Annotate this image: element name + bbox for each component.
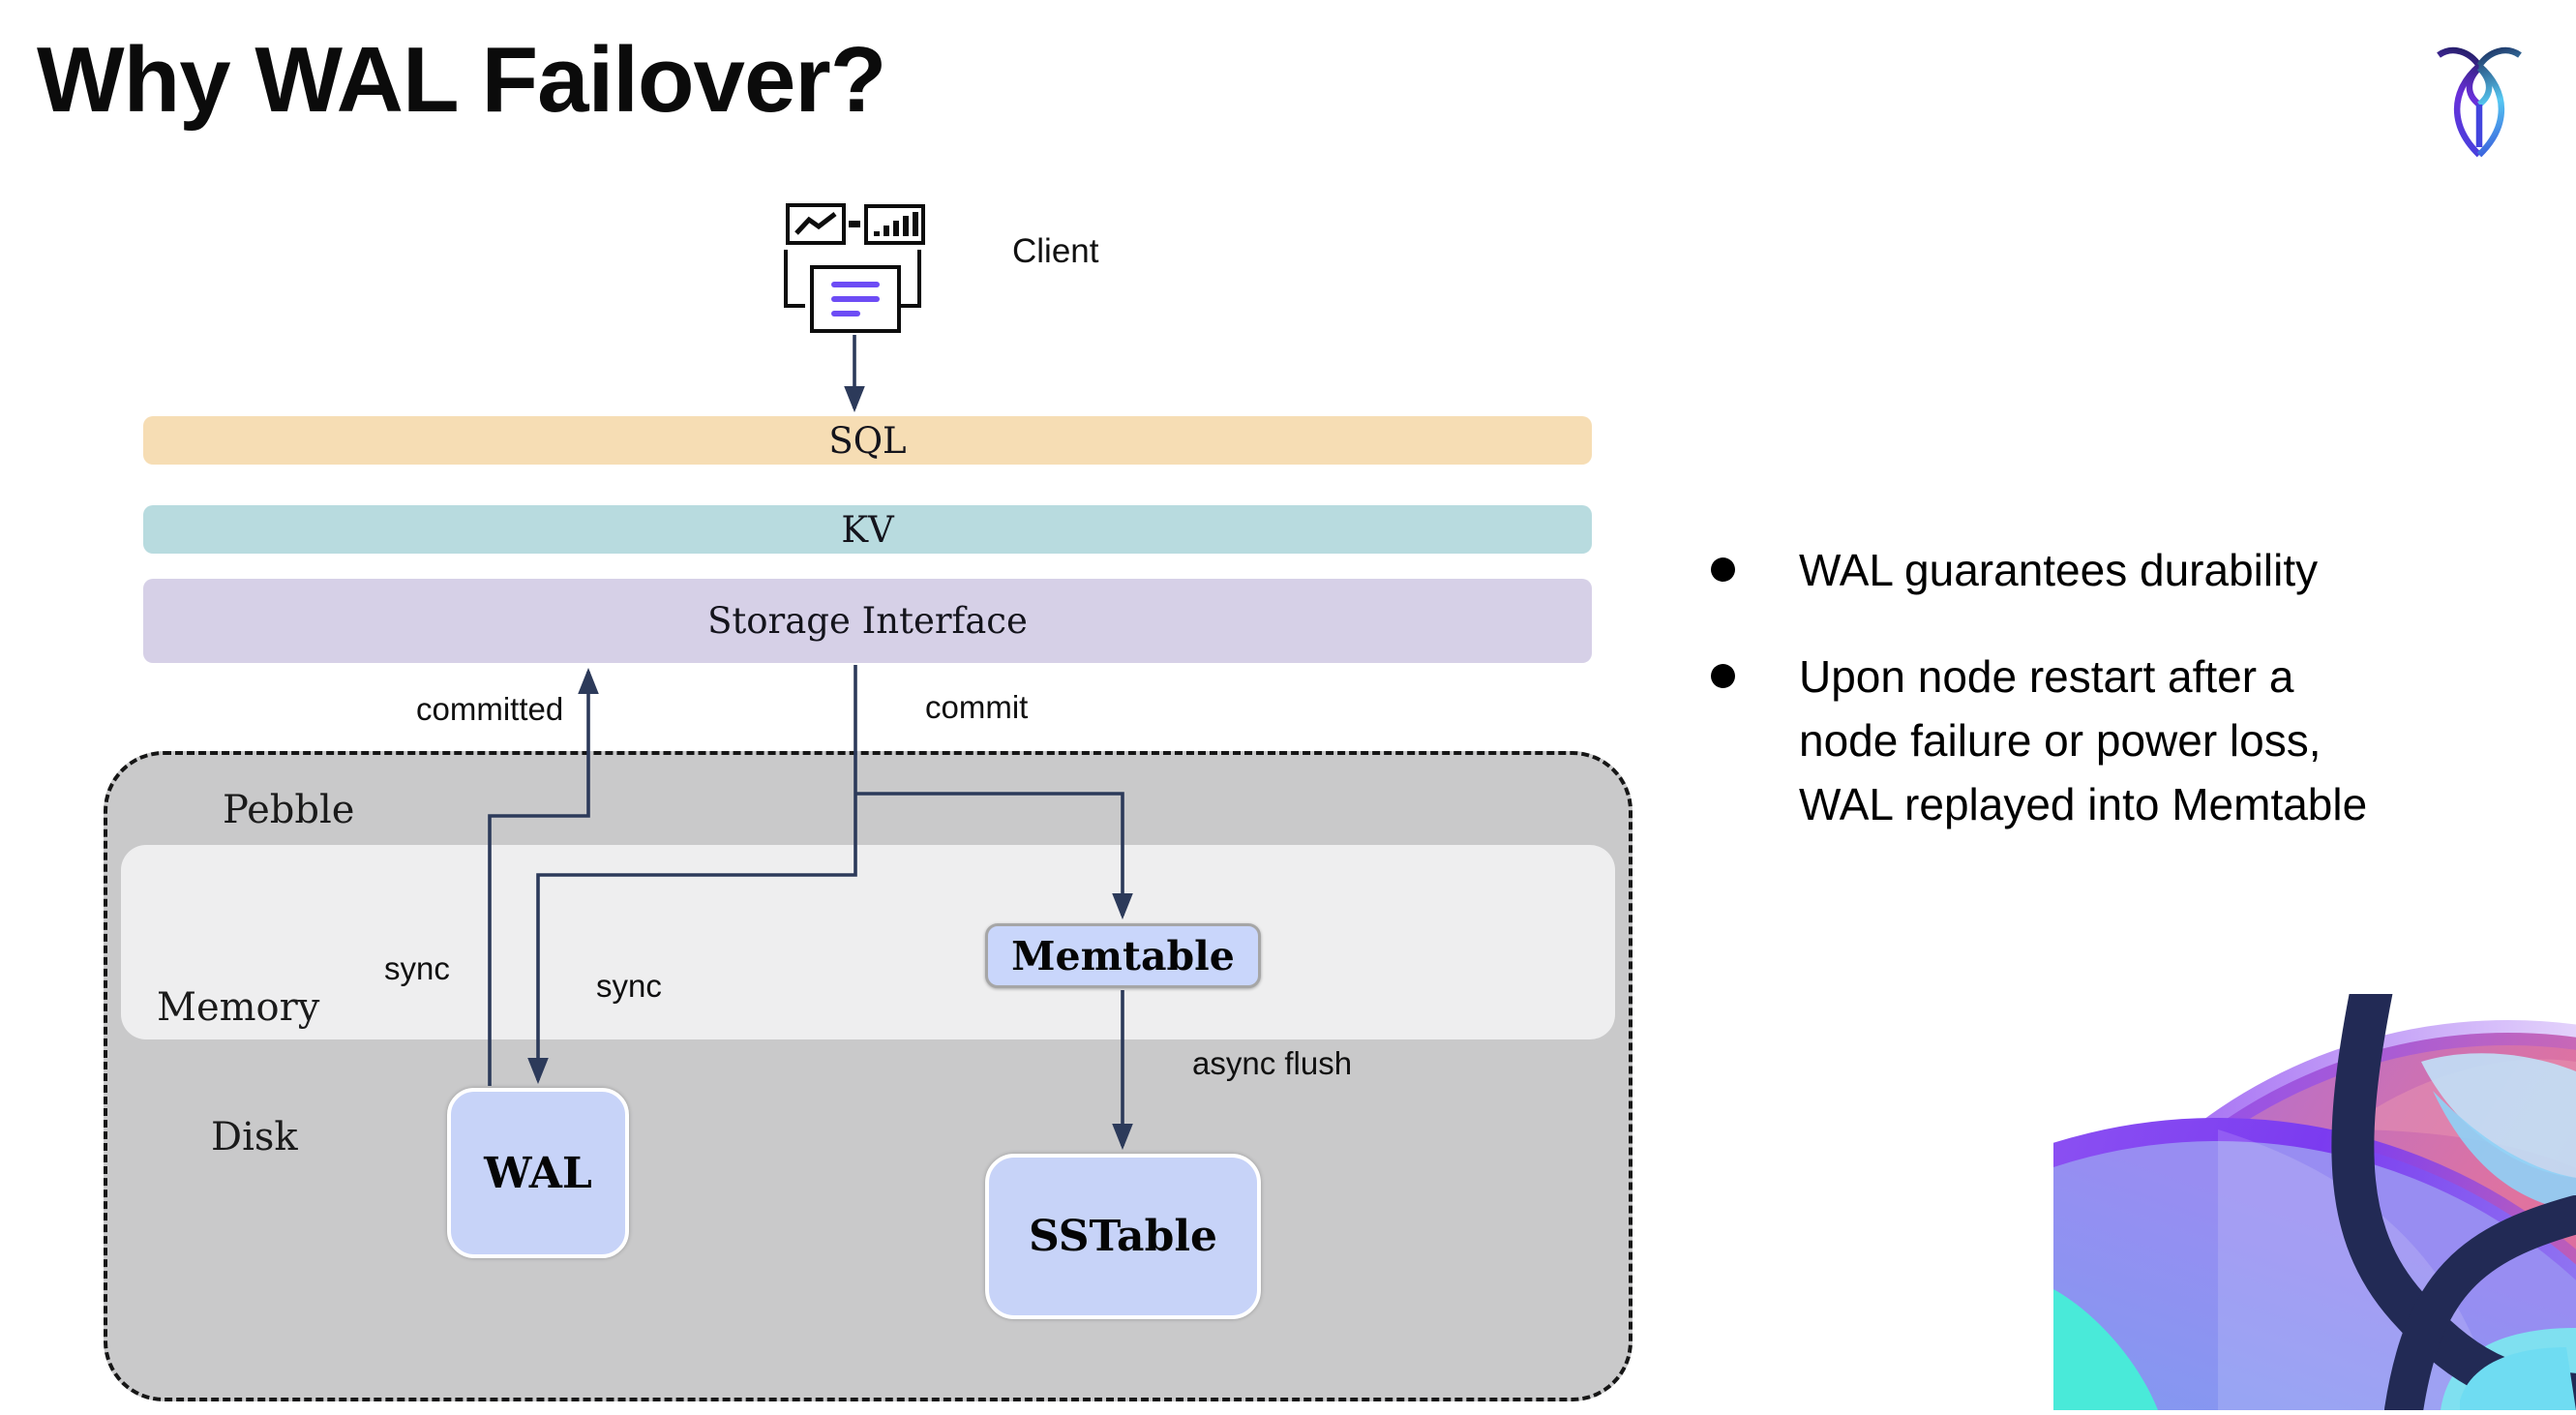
dash-icon	[849, 221, 860, 227]
brand-art-decoration	[1727, 953, 2576, 1415]
bullet-dot	[1711, 557, 1735, 582]
bullet-dot	[1711, 664, 1735, 688]
edge-label-async-flush: async flush	[1192, 1045, 1353, 1081]
bullet-line: WAL guarantees durability	[1799, 545, 2319, 595]
layer-label-storage: Storage Interface	[707, 600, 1028, 642]
bracket-left-icon	[784, 250, 805, 308]
bar-chart-icon	[864, 204, 925, 245]
disk-label: Disk	[211, 1115, 298, 1159]
cockroach-logo-icon	[2431, 43, 2528, 167]
doc-line	[831, 311, 860, 316]
layer-bar-sql: SQL	[143, 416, 1592, 465]
pebble-container	[104, 751, 1632, 1401]
layer-bar-storage: Storage Interface	[143, 579, 1592, 663]
bullet-item: Upon node restart after a node failure o…	[1711, 645, 2543, 836]
node-memtable: Memtable	[985, 923, 1261, 988]
layer-bar-kv: KV	[143, 505, 1592, 554]
edge-label-sync-left: sync	[384, 950, 450, 986]
edge-label-sync-right: sync	[596, 968, 662, 1004]
bracket-right-icon	[900, 250, 921, 308]
node-wal: WAL	[447, 1088, 629, 1258]
layer-label-sql: SQL	[828, 419, 907, 462]
bullet-line: Upon node restart after a	[1799, 651, 2294, 702]
memory-band	[121, 845, 1615, 1039]
bullet-item: WAL guarantees durability	[1711, 538, 2543, 602]
page-title: Why WAL Failover?	[37, 28, 886, 132]
bullet-line: node failure or power loss,	[1799, 715, 2321, 766]
line-chart-icon	[786, 203, 846, 245]
client-label: Client	[1012, 232, 1099, 270]
edge-label-commit: commit	[925, 689, 1029, 725]
doc-line	[831, 296, 880, 302]
edge-label-committed: committed	[416, 691, 564, 727]
bullet-list: WAL guarantees durability Upon node rest…	[1711, 538, 2543, 879]
pebble-label: Pebble	[223, 788, 355, 832]
document-icon	[810, 265, 901, 333]
node-sstable: SSTable	[985, 1154, 1261, 1319]
layer-label-kv: KV	[841, 508, 894, 551]
doc-line	[831, 282, 880, 287]
memory-label: Memory	[157, 985, 320, 1030]
bullet-line: WAL replayed into Memtable	[1799, 779, 2368, 829]
